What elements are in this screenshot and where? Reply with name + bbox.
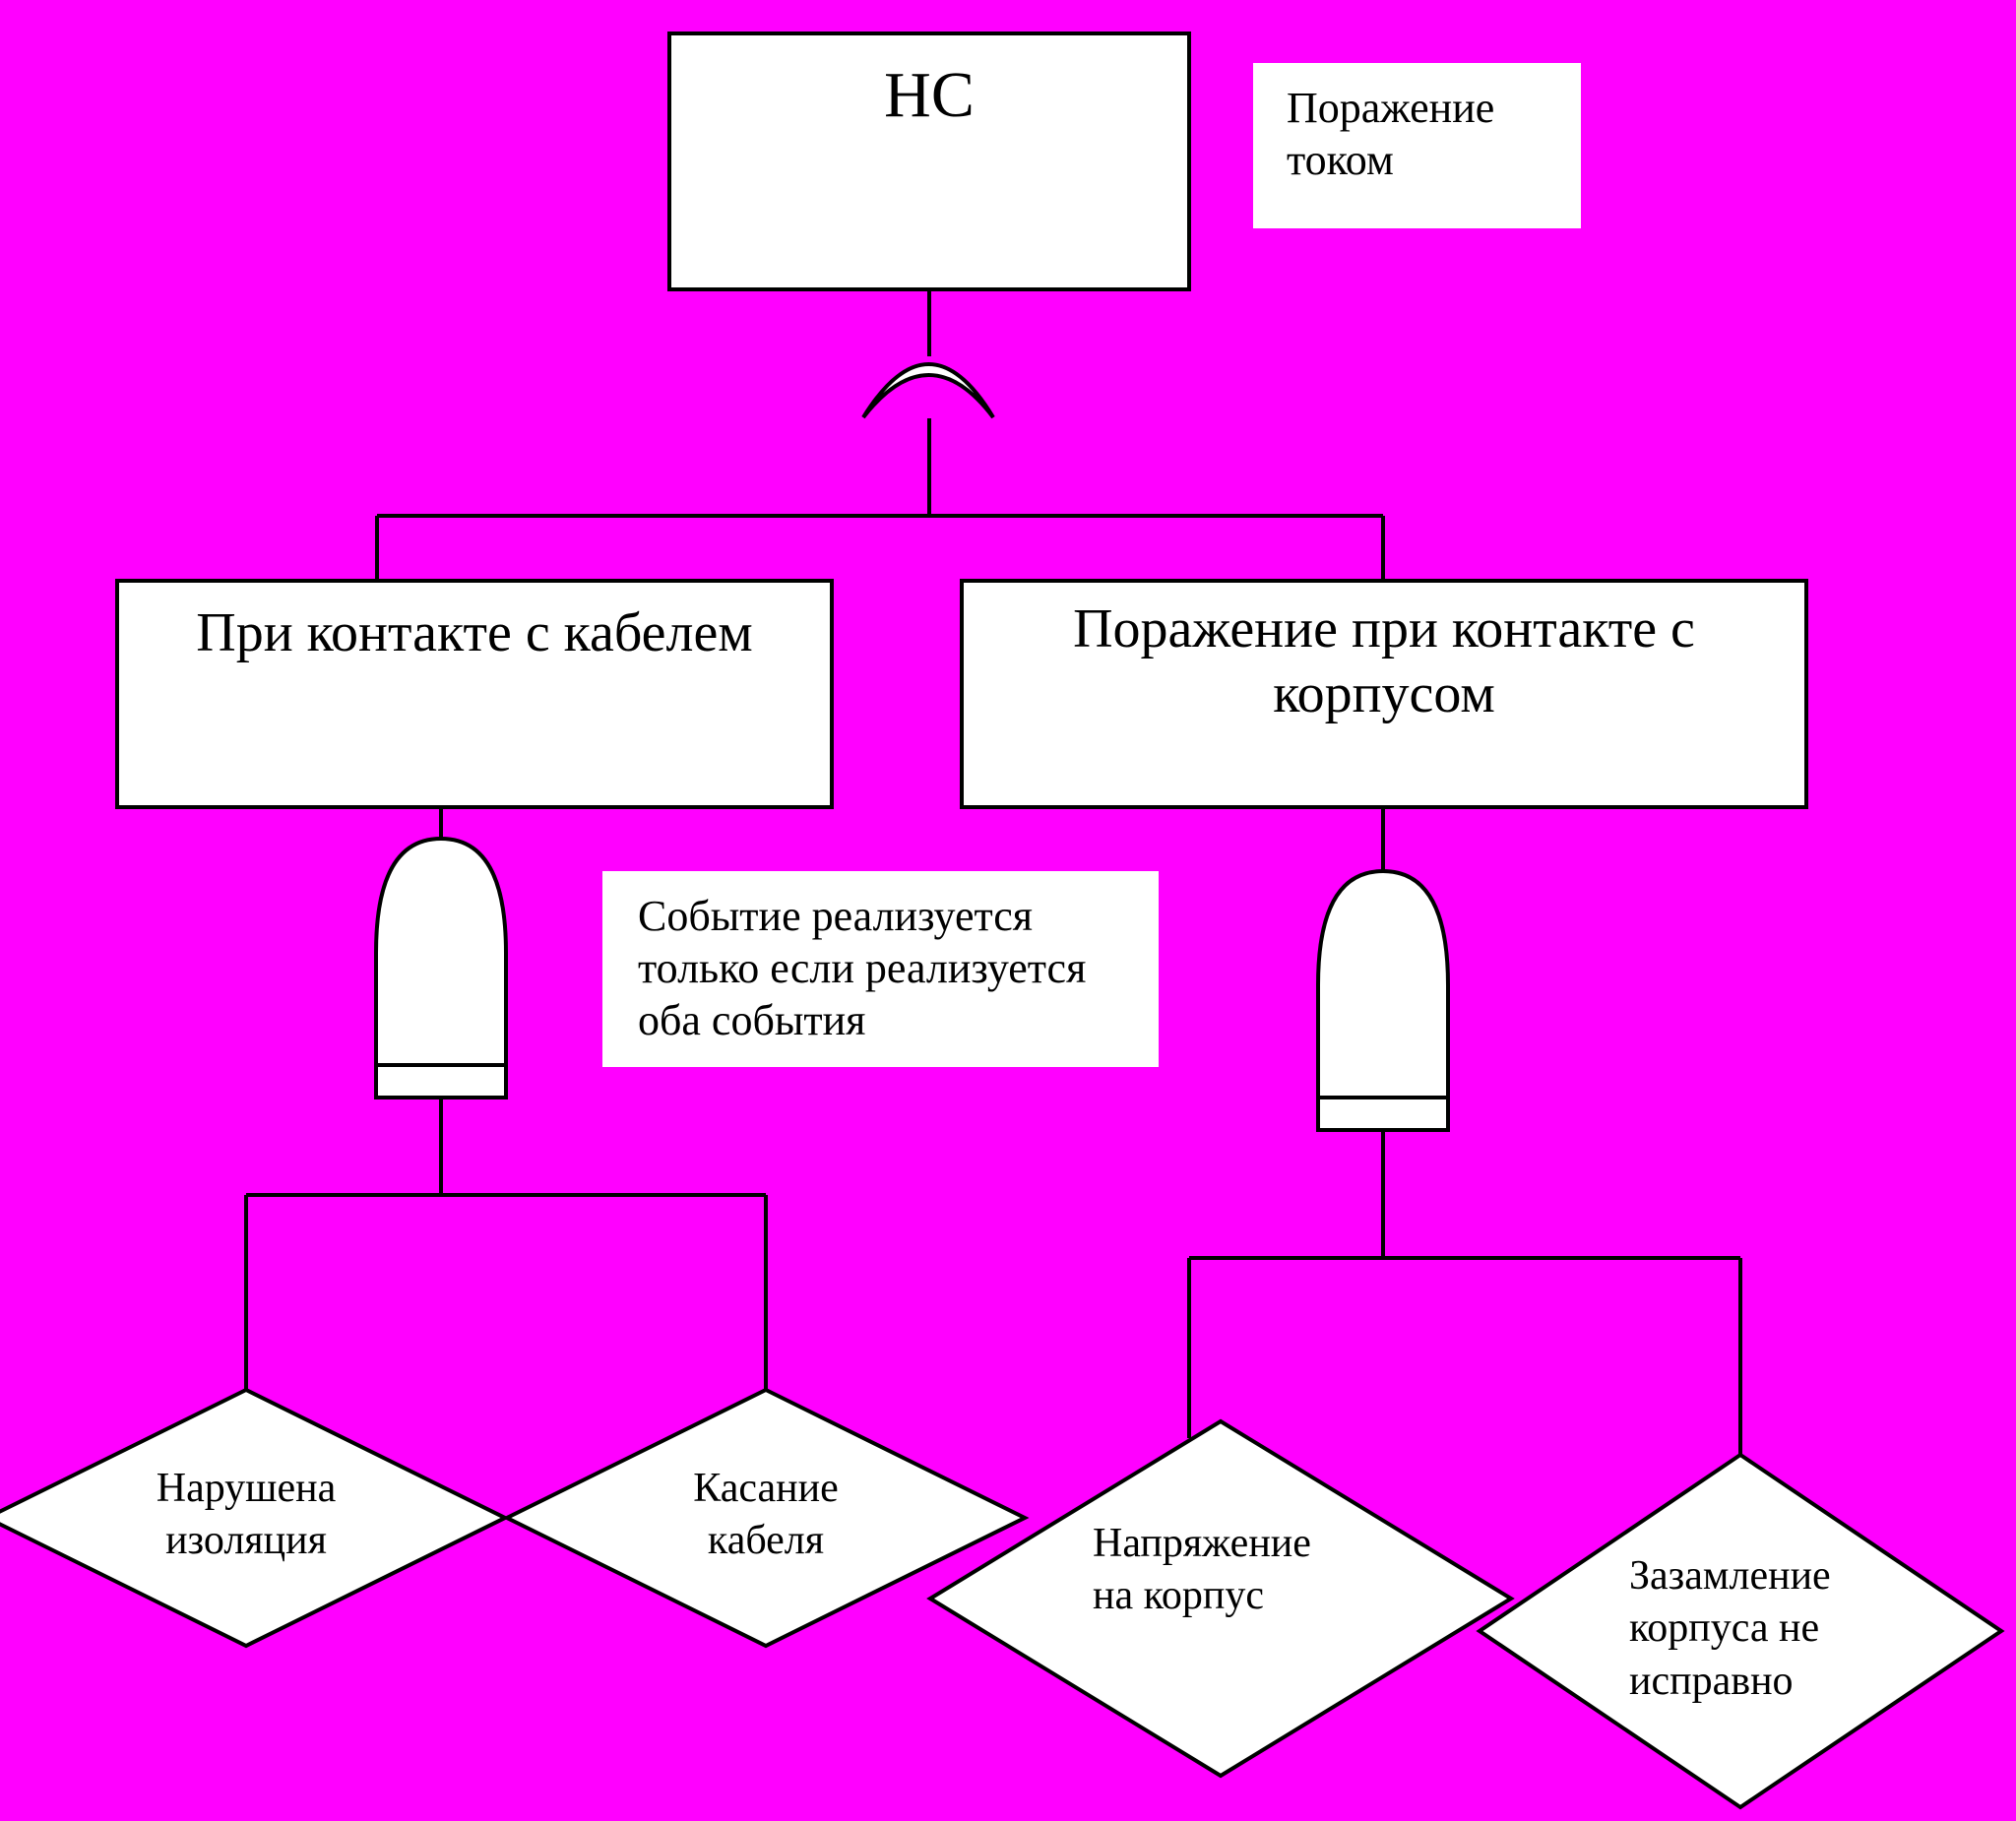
event-box-housing [960, 579, 1808, 809]
event-label-cable: При контакте с кабелем [196, 602, 753, 663]
and-gate-base [1316, 1096, 1450, 1132]
basic-event-label-housing-voltage: Напряжение на корпус [1093, 1518, 1388, 1621]
or-gate-icon [861, 362, 995, 419]
event-label-housing: Поражение при контакте с корпусом [1073, 598, 1695, 725]
and-gate-icon [374, 836, 508, 1067]
top-event-note-text: Поражение током [1287, 84, 1495, 184]
label-line: корпуса не [1629, 1605, 1820, 1652]
label-line: Зазамление [1629, 1553, 1831, 1599]
basic-event-diamond [0, 1387, 510, 1649]
and-gate-note: Событие реализуется только если реализуе… [602, 871, 1159, 1067]
basic-event-label-insulation: Нарушена изоляция [108, 1463, 384, 1566]
label-line: исправно [1629, 1658, 1794, 1704]
basic-event-label-grounding: Зазамление корпуса не исправно [1629, 1550, 1924, 1708]
top-event-box [667, 31, 1191, 291]
top-event-note: Поражение током [1253, 63, 1581, 228]
basic-event-diamond [926, 1418, 1515, 1779]
and-gate-note-text: Событие реализуется только если реализуе… [638, 892, 1087, 1044]
label-line: Нарушена [156, 1466, 337, 1511]
and-gate-icon [1316, 868, 1450, 1099]
basic-event-diamond [502, 1387, 1030, 1649]
and-gate-base [374, 1063, 508, 1099]
label-line: изоляция [165, 1517, 327, 1563]
label-line: Касание [693, 1466, 839, 1511]
basic-event-diamond [1476, 1452, 2005, 1810]
event-box-cable [115, 579, 834, 809]
top-event-label: НС [884, 59, 975, 131]
label-line: кабеля [707, 1517, 825, 1563]
basic-event-label-cable-touch: Касание кабеля [628, 1463, 904, 1566]
label-line: на корпус [1093, 1572, 1265, 1618]
label-line: Напряжение [1093, 1521, 1311, 1566]
